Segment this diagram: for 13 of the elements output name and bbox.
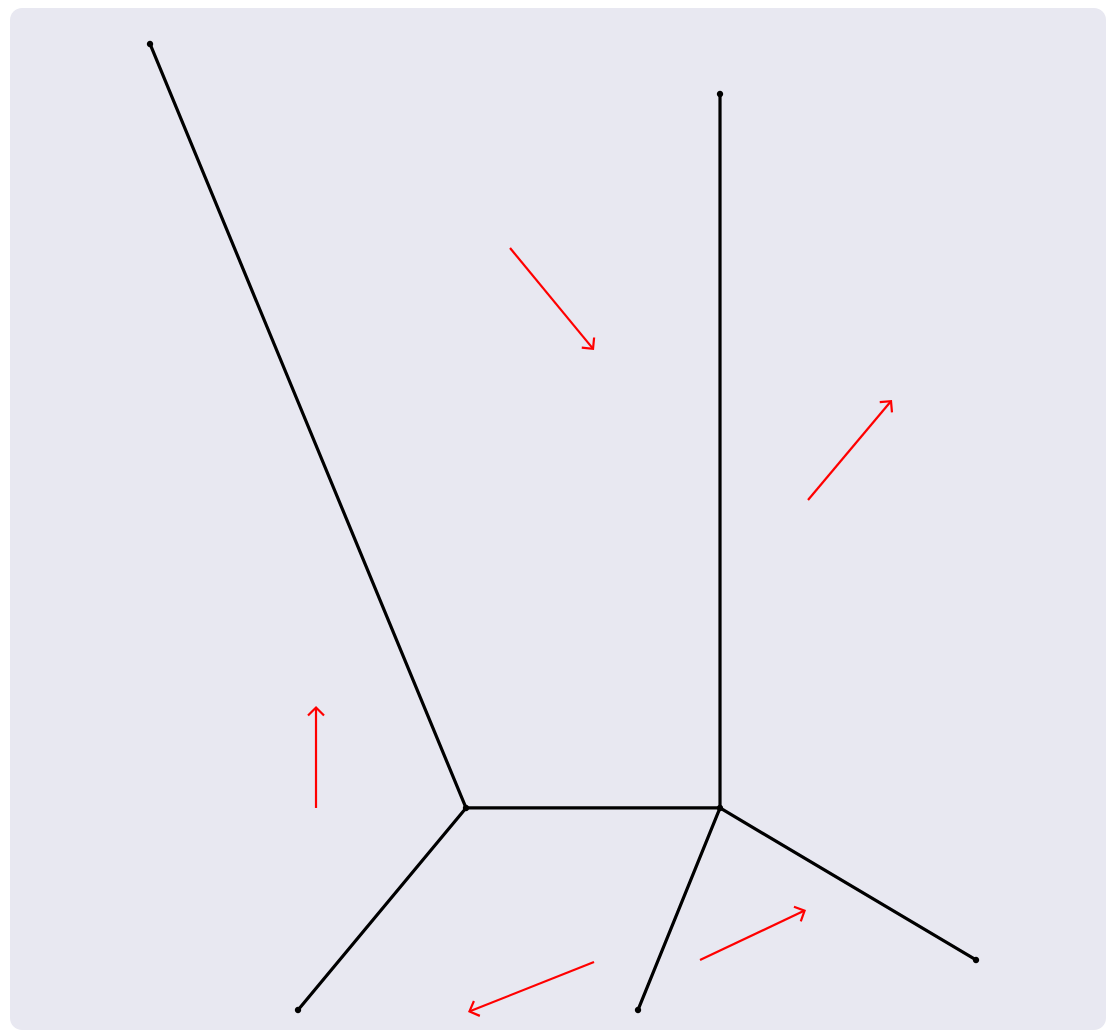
line (718, 806, 978, 962)
line (148, 42, 468, 810)
junction-point (146, 40, 154, 48)
junction-point (716, 804, 724, 812)
line (636, 806, 722, 1012)
junction-point (462, 804, 470, 812)
junction-point (716, 90, 724, 98)
line (718, 92, 722, 810)
junction-point (294, 1006, 302, 1014)
line (464, 806, 722, 810)
line (296, 806, 468, 1012)
junction-point (634, 1006, 642, 1014)
junction-point (972, 956, 980, 964)
